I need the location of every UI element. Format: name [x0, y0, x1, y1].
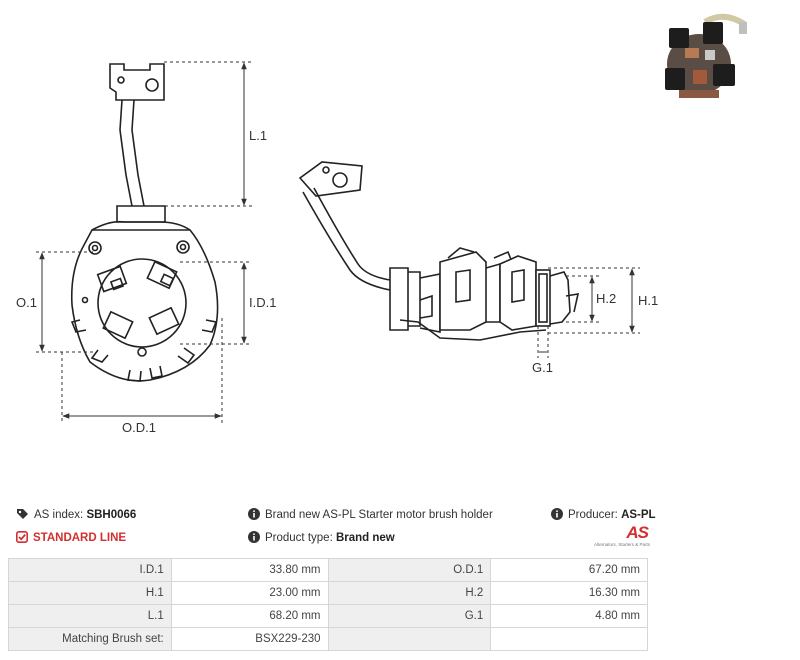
- table-row: L.1 68.20 mm G.1 4.80 mm: [8, 604, 648, 628]
- info-icon: [248, 531, 260, 543]
- spec-value: 33.80 mm: [170, 558, 329, 582]
- spec-value: 4.80 mm: [490, 604, 648, 628]
- side-view-drawing: [298, 161, 580, 341]
- tag-icon: [17, 509, 28, 519]
- spec-label: O.D.1: [327, 558, 492, 582]
- front-view-drawing: [70, 63, 219, 382]
- dim-label-l1: L.1: [249, 128, 267, 143]
- spec-value: 23.00 mm: [170, 581, 329, 605]
- table-row: Matching Brush set: BSX229-230: [8, 627, 648, 651]
- table-row: I.D.1 33.80 mm O.D.1 67.20 mm: [8, 558, 648, 582]
- dim-label-od1: O.D.1: [122, 420, 156, 435]
- standard-line-text: STANDARD LINE: [33, 532, 127, 544]
- dim-label-h2: H.2: [596, 291, 616, 306]
- info-icon: [551, 508, 563, 520]
- spec-value: 16.30 mm: [490, 581, 648, 605]
- check-badge-icon: [16, 531, 28, 543]
- producer-label: Producer:: [568, 509, 618, 521]
- spec-label: G.1: [327, 604, 492, 628]
- dim-label-g1: G.1: [532, 360, 553, 375]
- product-type: Product type: Brand new: [248, 531, 395, 544]
- spec-label: I.D.1: [8, 558, 172, 582]
- spec-label: Matching Brush set:: [8, 627, 172, 651]
- standard-line: STANDARD LINE: [16, 531, 126, 544]
- dim-label-id1: I.D.1: [249, 295, 276, 310]
- product-type-value: Brand new: [335, 532, 395, 544]
- spec-value: 68.20 mm: [170, 604, 329, 628]
- logo-tagline: Alternators, Starters & Parts: [593, 542, 650, 547]
- dim-label-o1: O.1: [16, 295, 37, 310]
- product-type-label: Product type:: [265, 532, 333, 544]
- producer: Producer: AS-PL: [551, 508, 656, 521]
- as-pl-logo: AS Alternators, Starters & Parts: [590, 523, 650, 549]
- as-index-value: SBH0066: [86, 509, 137, 521]
- logo-mark: AS: [626, 523, 649, 542]
- empty-cell: [490, 627, 648, 651]
- info-icon: [248, 508, 260, 520]
- product-description: Brand new AS-PL Starter motor brush hold…: [248, 508, 493, 521]
- matching-brush-set-link[interactable]: BSX229-230: [170, 627, 329, 651]
- as-index-label: AS index:: [34, 509, 84, 521]
- product-photo[interactable]: [655, 8, 747, 104]
- dim-label-h1: H.1: [638, 293, 658, 308]
- spec-label: H.1: [8, 581, 172, 605]
- description-text: Brand new AS-PL Starter motor brush hold…: [265, 509, 493, 521]
- spec-label: H.2: [327, 581, 492, 605]
- producer-value: AS-PL: [621, 509, 656, 521]
- empty-cell: [327, 627, 492, 651]
- spec-value: 67.20 mm: [490, 558, 648, 582]
- as-index: AS index: SBH0066: [16, 508, 136, 521]
- table-row: H.1 23.00 mm H.2 16.30 mm: [8, 581, 648, 605]
- spec-label: L.1: [8, 604, 172, 628]
- technical-drawing: L.1 O.1 I.D.1 O.D.1: [16, 61, 658, 435]
- spec-table: I.D.1 33.80 mm O.D.1 67.20 mm H.1 23.00 …: [8, 558, 648, 651]
